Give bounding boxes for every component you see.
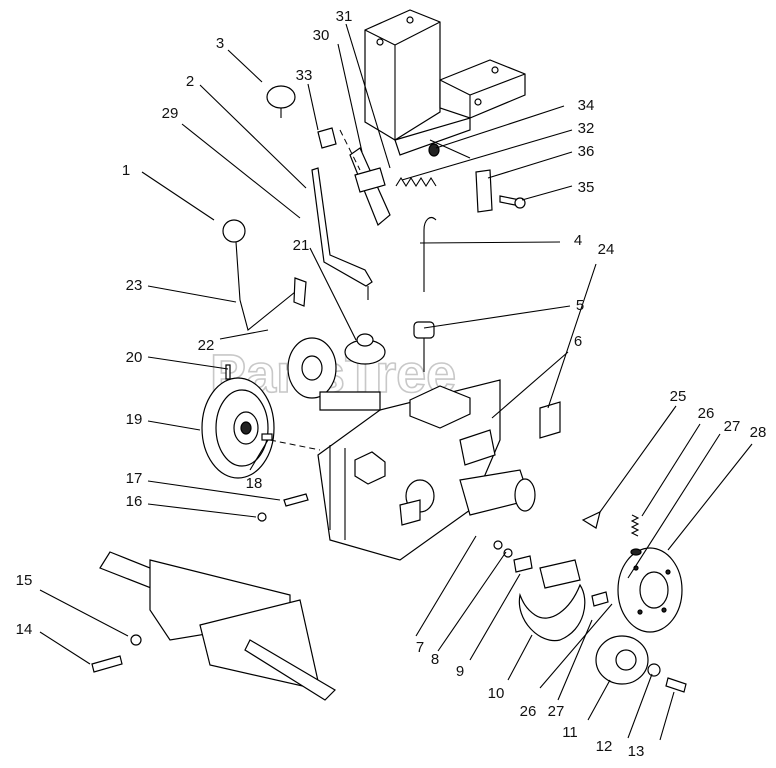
washer-8 bbox=[503, 548, 513, 558]
callout-14: 14 bbox=[16, 621, 33, 638]
brake-band bbox=[518, 559, 586, 642]
push-rod bbox=[423, 217, 437, 292]
callout-4: 4 bbox=[574, 232, 582, 249]
callout-23: 23 bbox=[126, 277, 143, 294]
callout-11: 11 bbox=[562, 724, 578, 741]
bolt-14 bbox=[91, 655, 123, 673]
lever-knob bbox=[222, 219, 307, 331]
callout-12: 12 bbox=[596, 738, 613, 755]
brake-drum bbox=[595, 635, 649, 685]
callout-18: 18 bbox=[246, 475, 263, 492]
boot bbox=[413, 321, 435, 372]
washer-12 bbox=[647, 663, 661, 677]
key-25 bbox=[581, 510, 601, 529]
callout-labels: 1 2 3 4 5 6 7 8 9 10 11 12 13 14 15 16 1… bbox=[16, 8, 767, 760]
callout-16: 16 bbox=[126, 493, 143, 510]
bolt-26 bbox=[630, 514, 642, 556]
callout-13: 13 bbox=[628, 743, 645, 760]
callout-9: 9 bbox=[456, 663, 464, 680]
callout-26-bottom: 26 bbox=[520, 703, 537, 720]
callout-26-top: 26 bbox=[698, 405, 715, 422]
dust-cover bbox=[344, 333, 386, 365]
spring bbox=[395, 176, 437, 188]
callout-20: 20 bbox=[126, 349, 143, 366]
callout-29: 29 bbox=[162, 105, 179, 122]
screw-17 bbox=[283, 493, 309, 507]
leader-lines bbox=[39, 23, 753, 741]
callout-30: 30 bbox=[313, 27, 330, 44]
callout-17: 17 bbox=[126, 470, 143, 487]
lever-30 bbox=[349, 147, 391, 226]
guide-line-a bbox=[339, 129, 361, 171]
pin-20 bbox=[225, 364, 231, 380]
washer-15 bbox=[130, 634, 142, 646]
callout-6: 6 bbox=[574, 333, 582, 350]
callout-19: 19 bbox=[126, 411, 143, 428]
callout-3: 3 bbox=[216, 35, 224, 52]
flange bbox=[617, 547, 683, 633]
callout-10: 10 bbox=[488, 685, 505, 702]
key-18 bbox=[261, 433, 273, 441]
screw-27 bbox=[591, 591, 609, 607]
pulley bbox=[201, 377, 275, 479]
callout-27-top: 27 bbox=[724, 418, 741, 435]
screw-35 bbox=[499, 195, 526, 209]
callout-8: 8 bbox=[431, 651, 439, 668]
callout-34: 34 bbox=[578, 97, 595, 114]
callout-15: 15 bbox=[16, 572, 33, 589]
bracket-9 bbox=[513, 555, 533, 573]
callout-22: 22 bbox=[198, 337, 215, 354]
shift-lever bbox=[266, 85, 373, 300]
nut-16 bbox=[257, 512, 267, 522]
callout-2: 2 bbox=[186, 73, 194, 90]
screw-7 bbox=[493, 540, 503, 550]
bracket-36 bbox=[475, 169, 493, 213]
upper-bracket bbox=[364, 9, 526, 156]
callout-35: 35 bbox=[578, 179, 595, 196]
callout-33: 33 bbox=[296, 67, 313, 84]
callout-31: 31 bbox=[336, 8, 353, 25]
callout-28: 28 bbox=[750, 424, 767, 441]
left-axle-flange bbox=[287, 337, 381, 411]
callout-32: 32 bbox=[578, 120, 595, 137]
axle-bracket bbox=[99, 551, 336, 701]
callout-36: 36 bbox=[578, 143, 595, 160]
transaxle-housing bbox=[317, 379, 536, 561]
bolt-34 bbox=[428, 139, 471, 159]
guide-line-b bbox=[269, 439, 321, 451]
bolt-13 bbox=[665, 677, 687, 693]
lever-plate-33 bbox=[317, 127, 337, 149]
callout-24: 24 bbox=[598, 241, 615, 258]
callout-25: 25 bbox=[670, 388, 687, 405]
plate-24 bbox=[539, 401, 561, 439]
callout-5: 5 bbox=[576, 297, 584, 314]
callout-7: 7 bbox=[416, 639, 424, 656]
callout-21: 21 bbox=[293, 237, 310, 254]
callout-27-bottom: 27 bbox=[548, 703, 565, 720]
callout-1: 1 bbox=[122, 162, 130, 179]
